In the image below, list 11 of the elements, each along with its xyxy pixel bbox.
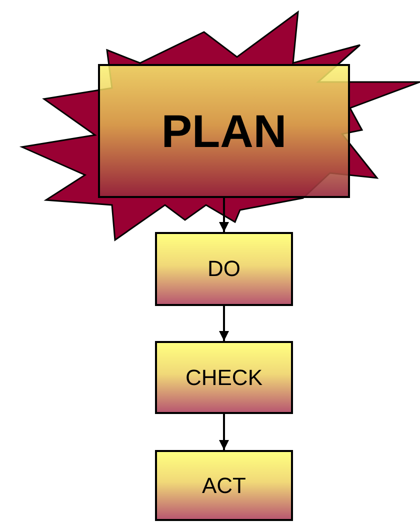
box-label: CHECK xyxy=(185,364,262,390)
arrow xyxy=(219,414,229,450)
arrow xyxy=(219,198,229,232)
plan-box xyxy=(98,64,350,198)
box-label: DO xyxy=(208,256,240,282)
box-label: ACT xyxy=(202,472,246,498)
box-label: PLAN xyxy=(161,104,287,158)
process-box xyxy=(155,341,293,414)
arrow xyxy=(219,306,229,341)
process-box xyxy=(155,232,293,306)
process-box xyxy=(155,450,293,521)
